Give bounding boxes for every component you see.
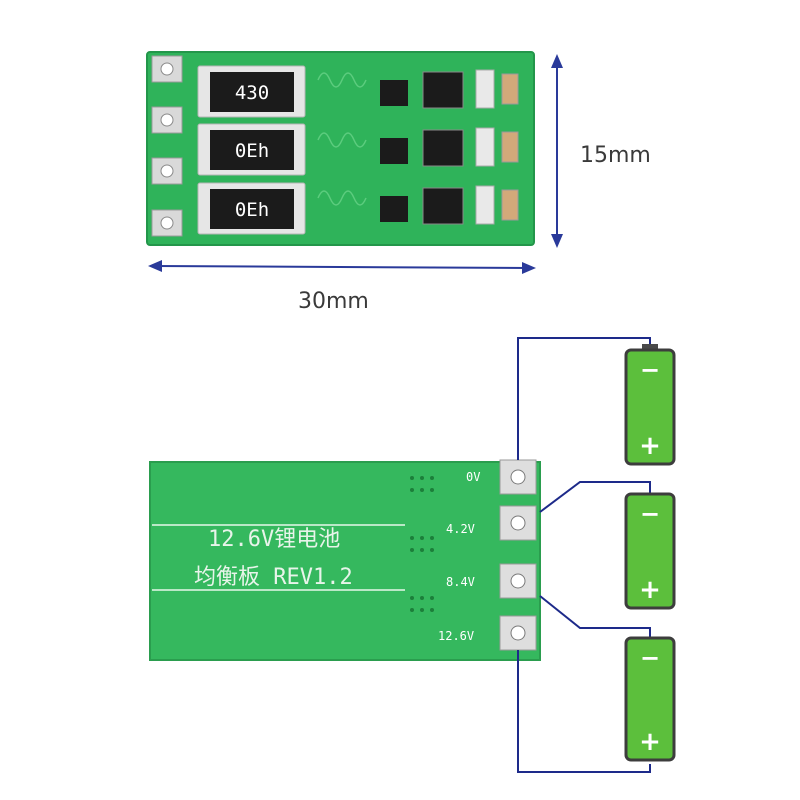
battery-cell-2: − + bbox=[624, 492, 676, 610]
bottom-pad-8v4: 8.4V bbox=[446, 563, 537, 599]
top-board: 430 0Eh 0Eh bbox=[146, 51, 535, 246]
bottom-pad-4v2: 4.2V bbox=[446, 505, 537, 541]
wire-4v2 bbox=[539, 481, 651, 513]
board-title-line-2: 均衡板 REV1.2 bbox=[194, 565, 353, 590]
battery-cell-1: − + bbox=[624, 344, 676, 466]
top-board-row-3: 0Eh bbox=[197, 182, 519, 235]
pad-label-12v6: 12.6V bbox=[438, 629, 474, 643]
resistor-marking-3: 0Eh bbox=[235, 199, 269, 221]
wire-12v6 bbox=[517, 650, 651, 773]
shunt-resistor-1 bbox=[210, 72, 294, 112]
top-pad-3 bbox=[151, 157, 183, 185]
width-label: 30mm bbox=[298, 289, 369, 314]
bottom-board: 12.6V锂电池 均衡板 REV1.2 0V 4.2V 8.4V 12.6V bbox=[149, 459, 541, 661]
height-dimension: 15mm bbox=[551, 54, 651, 248]
top-board-row-2: 0Eh bbox=[197, 123, 519, 176]
cell-1-plus: + bbox=[639, 431, 661, 461]
width-arrow bbox=[153, 265, 531, 269]
battery-cell-3: − + bbox=[624, 636, 676, 762]
top-board-pads bbox=[151, 55, 183, 237]
bottom-pad-0v: 0V bbox=[466, 459, 537, 495]
cell-3-minus: − bbox=[640, 644, 660, 672]
shunt-resistor-2 bbox=[210, 130, 294, 170]
top-board-row-1: 430 bbox=[197, 65, 519, 118]
resistor-marking-2: 0Eh bbox=[235, 140, 269, 162]
wire-8v4 bbox=[539, 595, 651, 640]
resistor-marking-1: 430 bbox=[235, 82, 269, 104]
pad-label-4v2: 4.2V bbox=[446, 522, 475, 536]
cell-2-minus: − bbox=[640, 500, 660, 528]
pad-label-0v: 0V bbox=[466, 470, 480, 484]
width-dimension: 30mm bbox=[148, 260, 536, 314]
bottom-board-pcb bbox=[149, 461, 541, 661]
cell-2-plus: + bbox=[639, 575, 661, 605]
board-title-line-1: 12.6V锂电池 bbox=[208, 527, 340, 552]
via-grid bbox=[410, 476, 434, 612]
height-label: 15mm bbox=[580, 143, 651, 168]
bottom-pad-12v6: 12.6V bbox=[438, 615, 537, 651]
pad-label-8v4: 8.4V bbox=[446, 575, 475, 589]
cell-1-minus: − bbox=[640, 356, 660, 384]
shunt-resistor-3 bbox=[210, 189, 294, 229]
cell-3-plus: + bbox=[639, 727, 661, 757]
